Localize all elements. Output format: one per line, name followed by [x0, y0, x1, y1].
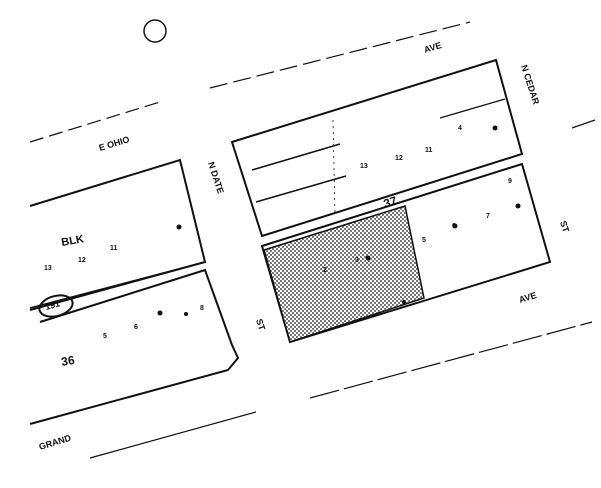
- lot-number: 6: [452, 223, 456, 230]
- street-label-ave-south: AVE: [518, 290, 538, 305]
- street-label-ave-north: AVE: [423, 40, 443, 55]
- lot-number: 5: [422, 237, 426, 244]
- block-north-east: [230, 58, 524, 238]
- sheet-index-marker: [143, 19, 167, 43]
- lot-number: 9: [508, 178, 512, 185]
- lot-number: 3: [355, 257, 359, 264]
- lot-number: 6: [134, 324, 138, 331]
- street-line-grand-south: [89, 411, 257, 459]
- street-line-cedar-east: [571, 119, 596, 129]
- lot-number: 13: [360, 163, 368, 170]
- lot-number: 13: [44, 265, 52, 272]
- circled-lot-number: 191: [44, 298, 61, 312]
- street-label-e-ohio: E OHIO: [98, 134, 131, 153]
- street-label-st-right: ST: [558, 220, 571, 235]
- lot-number: 11: [425, 147, 433, 154]
- street-label-n-date: N DATE: [206, 161, 226, 195]
- lot-number: 5: [103, 333, 107, 340]
- street-label-st-mid: ST: [254, 318, 267, 333]
- hatched-parcel: [263, 205, 425, 343]
- lot-number: 8: [200, 305, 204, 312]
- lot-number: 12: [78, 257, 86, 264]
- street-label-n-cedar: N CEDAR: [519, 64, 541, 107]
- block-number-37: 37: [382, 193, 399, 210]
- block-west-north: [29, 158, 207, 311]
- block-36: [29, 268, 240, 425]
- street-line-ave-south: [309, 321, 593, 399]
- street-line-ohio-north: [29, 101, 161, 143]
- lot-number: 2: [323, 267, 327, 274]
- lot-number: 11: [110, 245, 118, 252]
- block-label: BLK: [60, 233, 84, 249]
- street-label-grand: GRAND: [38, 433, 73, 452]
- block-number-36: 36: [60, 353, 76, 369]
- lot-number: 12: [395, 155, 403, 162]
- lot-number: 7: [486, 213, 490, 220]
- circled-lot-marker: [38, 294, 74, 318]
- street-line-ave-north: [209, 21, 471, 89]
- lot-number: 4: [458, 125, 462, 132]
